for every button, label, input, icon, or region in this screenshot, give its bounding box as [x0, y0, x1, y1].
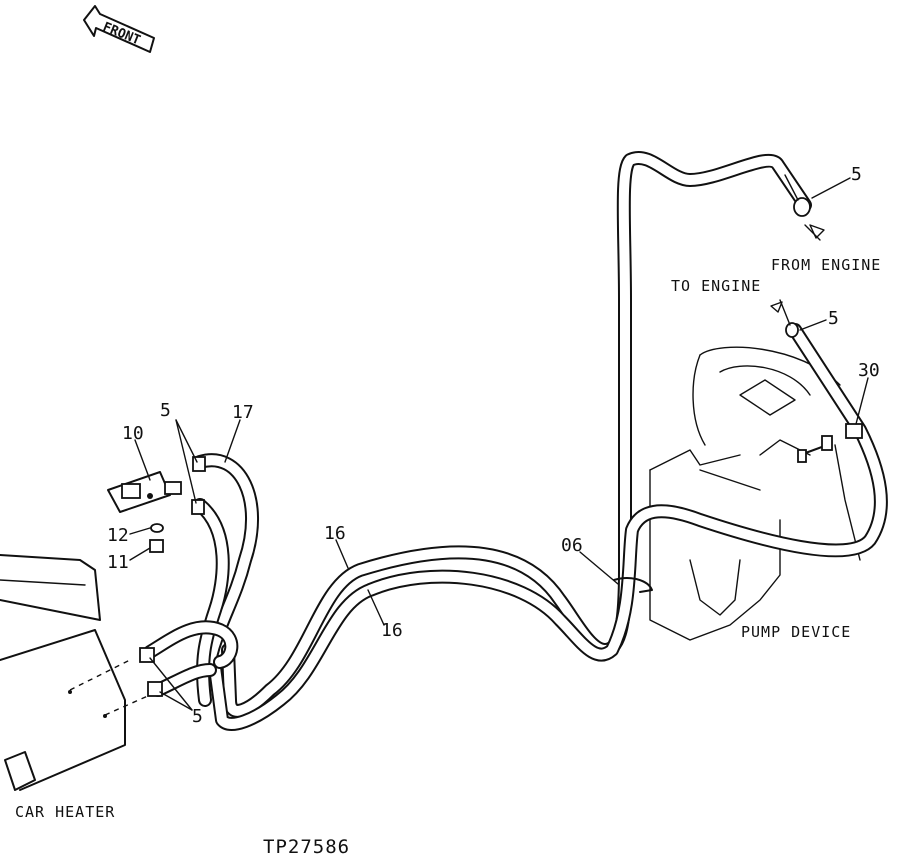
callout-hose-17: 17 — [232, 402, 254, 423]
hose-16-lower — [207, 323, 888, 731]
callout-clamp-top-right: 5 — [851, 164, 862, 185]
hose-clamps — [139, 174, 811, 697]
pump-device — [649, 346, 861, 641]
from-engine-label: FROM ENGINE — [771, 256, 881, 274]
callout-clamp-to-engine: 5 — [828, 308, 839, 329]
pump-device-label: PUMP DEVICE — [741, 623, 851, 641]
shutoff-valve — [107, 471, 182, 513]
hose-16-upper — [221, 151, 812, 718]
leader-lines — [129, 177, 869, 711]
callout-clip-06: 06 — [561, 535, 583, 556]
callout-valve-10: 10 — [122, 423, 144, 444]
callout-hose-16-lower: 16 — [381, 620, 403, 641]
callout-bracket-30: 30 — [858, 360, 880, 381]
bracket-30 — [845, 423, 863, 439]
figure-id: TP27586 — [263, 836, 350, 855]
callout-washer-12: 12 — [107, 525, 129, 546]
hose-17 — [143, 453, 260, 707]
callout-hose-16-upper: 16 — [324, 523, 346, 544]
car-heater — [0, 554, 151, 791]
to-engine-label: TO ENGINE — [671, 277, 761, 295]
washer-12 — [150, 523, 164, 533]
callout-clamp-heater-bottom: 5 — [192, 706, 203, 727]
clip-06 — [613, 577, 653, 593]
nut-11 — [149, 539, 164, 553]
front-arrow: FRONT — [83, 5, 155, 53]
callout-clamp-heater-top: 5 — [160, 400, 171, 421]
car-heater-label: CAR HEATER — [15, 803, 115, 821]
callout-nut-11: 11 — [107, 552, 129, 573]
